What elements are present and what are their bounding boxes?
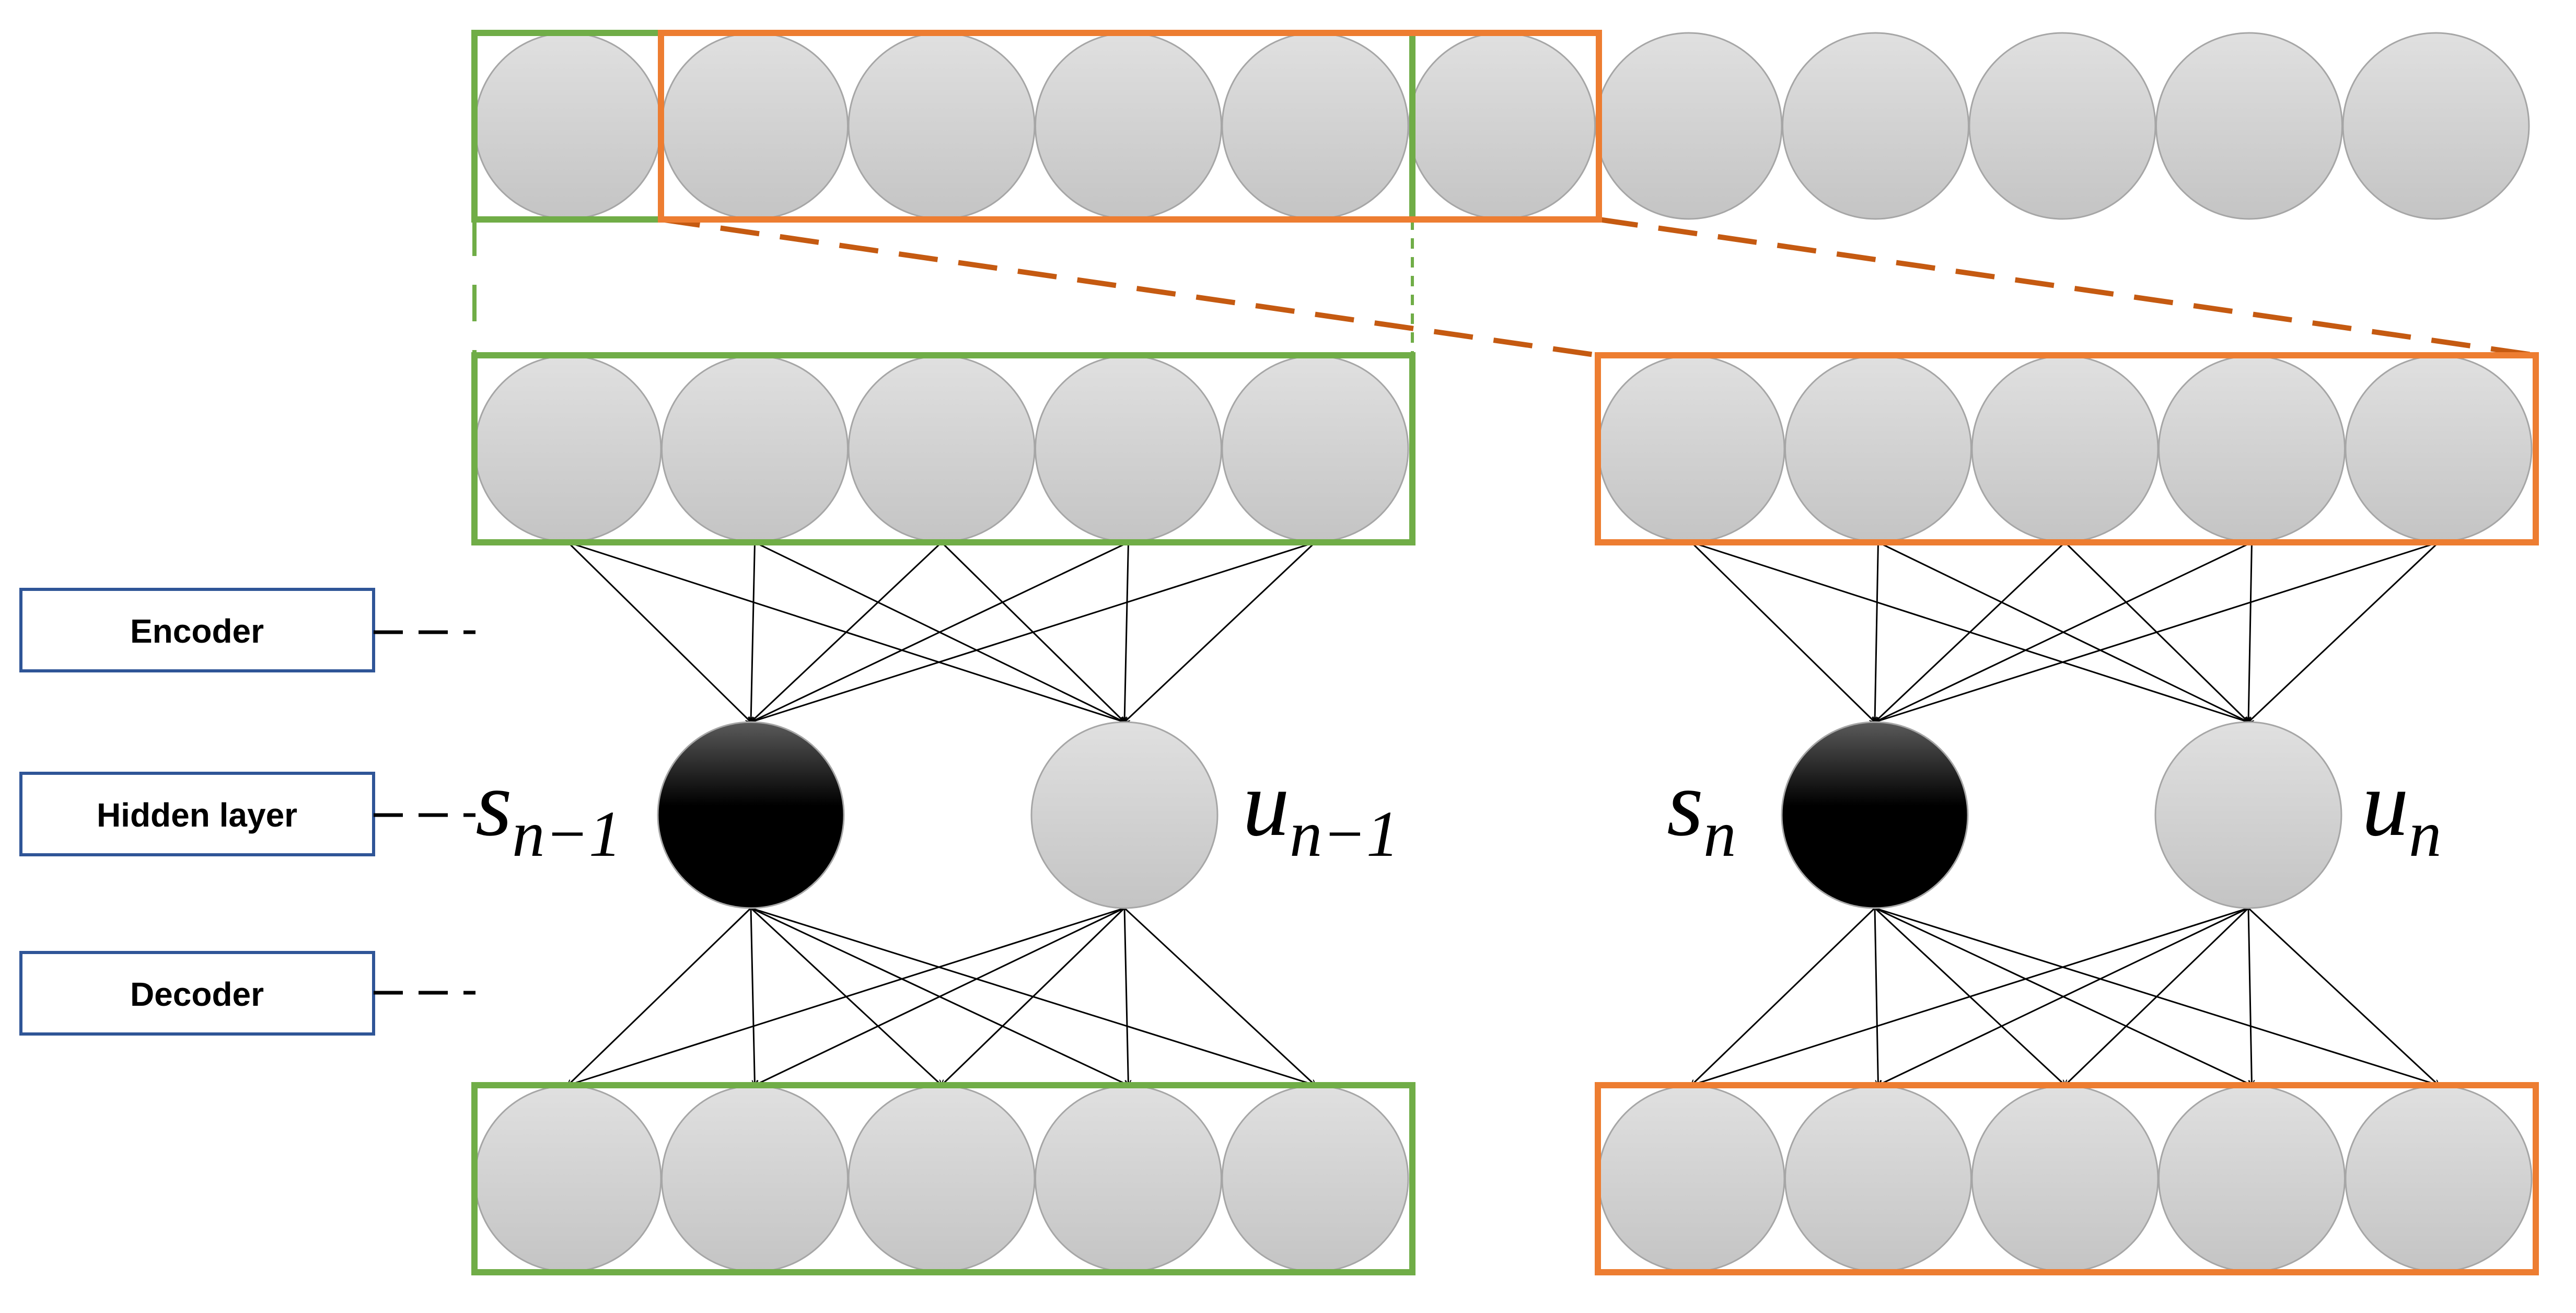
left-u-label: un−1 [1243,751,1399,870]
right-encoder-input-node [1971,355,2159,543]
variable-labels: sn−1 un−1 sn un [475,751,2442,870]
window-frames [471,30,2539,1275]
left-s-label: sn−1 [475,751,621,870]
window-b-link-right [1598,217,2536,358]
right-encoder-input-frame [1595,352,2539,545]
right-s-subscript: n [1703,798,1736,870]
right-encoder-input-node [1784,355,1972,543]
left-decoder-output-node [1221,1085,1409,1273]
left-decoder-arrow [750,907,1129,1085]
right-decoder-output-node [1784,1085,1972,1273]
left-encoder-input-frame [471,352,1415,545]
window-links [472,217,2536,358]
right-encoder-arrow [1875,541,2253,722]
left-decoder-arrow [568,907,752,1085]
sequence-node [474,32,662,220]
sequence-node [1595,32,1783,220]
right-encoder-arrow [2248,541,2440,722]
sequence-node [1408,32,1596,220]
left-encoder-input-node [1035,355,1222,543]
left-decoder-output-node [1035,1085,1222,1273]
left-decoder-arrow [750,908,755,1085]
right-decoder-arrow [1874,907,2065,1085]
left-encoder-arrow [1124,541,1316,722]
right-hidden-s-node [1781,721,1969,909]
right-decoder-arrow [2247,907,2439,1085]
hidden-layer-label-box [19,772,375,856]
right-decoder-arrow [2247,908,2252,1085]
sequence-node [1221,32,1409,220]
left-u-subscript: n−1 [1290,798,1399,870]
left-s-subscript: n−1 [512,798,621,870]
left-encoder-input-node [848,355,1036,543]
sequence-node [1968,32,2156,220]
right-decoder-output-frame [1595,1082,2539,1275]
connection-arrows [567,541,2440,1085]
left-decoder-arrow [1123,908,1129,1085]
left-decoder-output-frame [471,1082,1415,1275]
right-encoder-arrow [2248,542,2253,722]
right-decoder-arrow [1874,908,1878,1085]
left-decoder-output-node [848,1085,1036,1273]
encoder-label-box [19,588,375,672]
left-u-base: u [1243,751,1290,855]
sequence-node [661,32,849,220]
left-encoder-arrow [751,542,756,722]
row-labels: Encoder Hidden layer Decoder [19,588,475,1036]
right-s-label: sn [1667,751,1736,870]
encoder-label: Encoder [130,612,264,650]
right-s-base: s [1667,751,1703,855]
right-decoder-arrow [1874,907,2252,1085]
right-encoder-arrow [1875,542,1879,722]
right-decoder-output-node [1597,1085,1785,1273]
left-encoder-arrow [1124,542,1129,722]
sequence-node [2342,32,2530,220]
right-u-base: u [2362,751,2409,855]
left-hidden-s-node [657,721,845,909]
right-encoder-arrow [1875,541,2066,722]
left-encoder-input-node [1221,355,1409,543]
right-decoder-output-node [1971,1085,2159,1273]
left-encoder-arrow [751,541,1316,722]
window-b-link-left [660,217,1598,358]
sequence-node [848,32,1036,220]
left-decoder-arrow [750,907,942,1085]
sequence-node [2155,32,2343,220]
right-hidden-u-node [2154,721,2342,909]
sequence-node [1782,32,1969,220]
left-encoder-input-node [474,355,662,543]
left-decoder-output-node [661,1085,849,1273]
left-decoder-arrow [750,907,1315,1085]
right-decoder-output-node [2345,1085,2533,1273]
right-encoder-arrow [1875,541,2439,722]
left-decoder-output-node [474,1085,662,1273]
left-decoder-arrow [1123,907,1315,1085]
decoder-label: Decoder [130,975,264,1013]
right-decoder-arrow [1691,907,1876,1085]
right-encoder-input-node [2345,355,2533,543]
left-hidden-u-node [1030,721,1219,909]
sequence-window-b [658,30,1602,223]
right-encoder-input-node [2158,355,2346,543]
left-encoder-arrow [567,541,751,722]
left-encoder-input-node [661,355,849,543]
sequence-node [1035,32,1222,220]
left-encoder-arrow [751,541,943,722]
nodes [474,32,2533,1273]
left-encoder-arrow [751,541,1129,722]
right-decoder-arrow [1874,907,2439,1085]
left-s-base: s [475,751,512,855]
right-u-subscript: n [2409,798,2442,870]
hidden-layer-label: Hidden layer [97,796,297,834]
right-decoder-output-node [2158,1085,2346,1273]
right-encoder-input-node [1597,355,1785,543]
right-encoder-arrow [1690,541,1875,722]
right-u-label: un [2362,751,2442,870]
